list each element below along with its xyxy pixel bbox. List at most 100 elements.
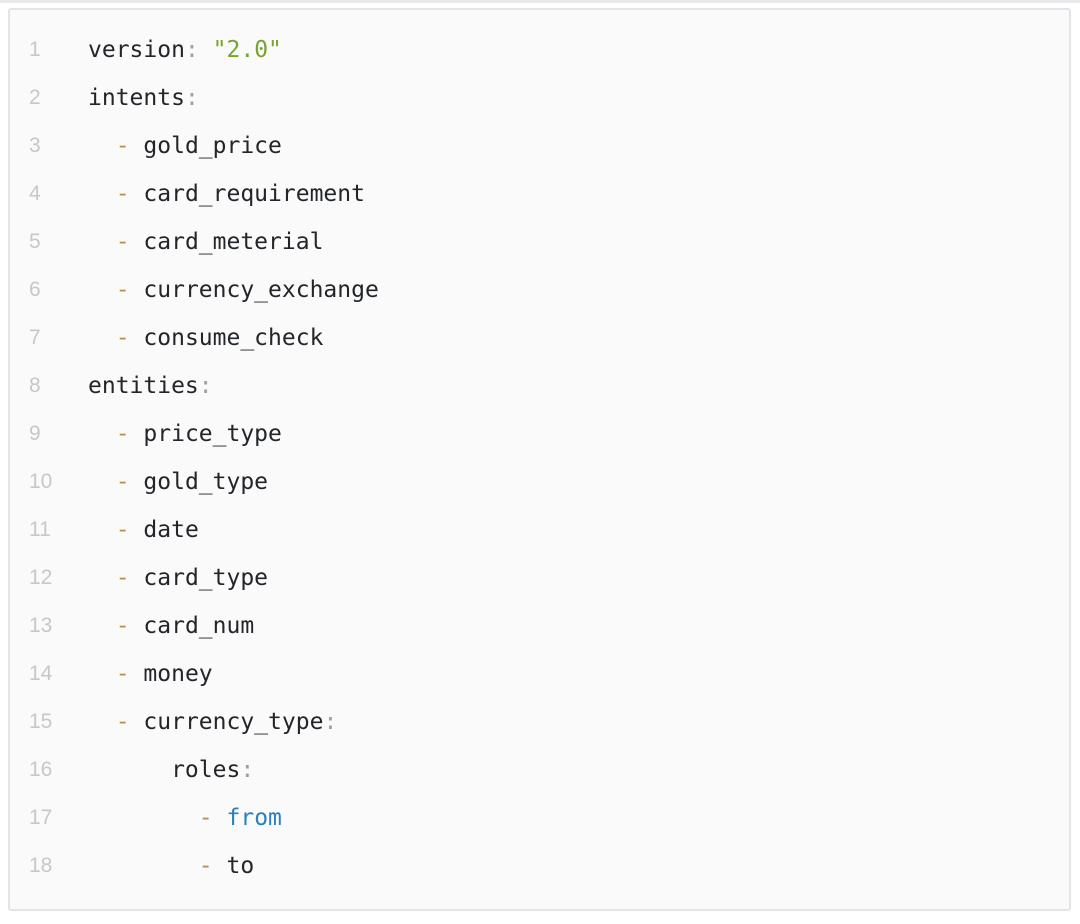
code-line: 15 - currency_type: [10,698,1069,746]
code-text: - gold_type [88,458,268,506]
code-token-punct: : [184,85,199,111]
code-token-text: currency_exchange [129,277,379,303]
code-token-text [88,229,116,255]
code-token-text [88,469,116,495]
code-token-text [88,805,199,831]
line-number: 2 [29,86,41,109]
code-text: entities: [88,362,213,410]
line-number: 8 [29,374,41,397]
page-top-divider [0,0,1080,3]
code-line: 3 - gold_price [10,122,1069,170]
code-token-text: card_meterial [129,229,324,255]
code-text: roles: [88,746,254,794]
code-line: 6 - currency_exchange [10,266,1069,314]
code-token-text: card_requirement [129,181,365,207]
code-token-dash: - [115,133,130,159]
code-token-text [88,421,116,447]
code-token-text: gold_type [129,469,269,495]
code-text: - from [88,794,282,842]
code-token-text: version [88,37,185,63]
code-text: - currency_exchange [88,266,379,314]
code-line: 12 - card_type [10,554,1069,602]
code-line: 18 - to [10,842,1069,890]
line-number: 12 [29,566,53,589]
code-token-string: "2.0" [212,37,282,63]
code-token-text: currency_type [129,709,324,735]
code-token-dash: - [115,661,130,687]
code-token-text: intents [88,85,185,111]
line-number: 15 [29,710,53,733]
code-token-dash: - [115,325,130,351]
code-token-text [88,709,116,735]
code-text: - to [88,842,254,890]
code-line: 8 entities: [10,362,1069,410]
code-line: 5 - card_meterial [10,218,1069,266]
code-token-punct: : [198,373,213,399]
code-token-dash: - [198,853,213,879]
code-text: - card_num [88,602,254,650]
code-line: 10 - gold_type [10,458,1069,506]
line-number: 13 [29,614,53,637]
code-text: - card_requirement [88,170,365,218]
code-line: 7 - consume_check [10,314,1069,362]
code-token-text [88,517,116,543]
code-token-punct: : [240,757,255,783]
line-number: 16 [29,758,53,781]
code-token-text: date [129,517,199,543]
code-line: 13 - card_num [10,602,1069,650]
line-number: 6 [29,278,41,301]
code-token-text [88,565,116,591]
line-number: 7 [29,326,41,349]
code-token-text [88,613,116,639]
line-number: 17 [29,806,53,829]
code-token-text [88,133,116,159]
line-number: 5 [29,230,41,253]
code-token-text: roles [88,757,241,783]
line-number: 11 [29,518,51,541]
code-token-punct: : [184,37,199,63]
code-token-text [88,277,116,303]
code-line: 4 - card_requirement [10,170,1069,218]
code-line: 16 roles: [10,746,1069,794]
line-number: 4 [29,182,41,205]
code-token-dash: - [115,613,130,639]
code-line: 1 version: "2.0" [10,26,1069,74]
line-number: 1 [29,38,41,61]
code-token-text: to [212,853,255,879]
code-token-punct: : [323,709,338,735]
code-text: - gold_price [88,122,282,170]
code-token-text: price_type [129,421,282,447]
code-text: - currency_type: [88,698,338,746]
code-text: - money [88,650,213,698]
line-number: 10 [29,470,53,493]
code-line: 2 intents: [10,74,1069,122]
code-line: 17 - from [10,794,1069,842]
code-text: - price_type [88,410,282,458]
code-token-text: card_type [129,565,269,591]
code-token-text: card_num [129,613,255,639]
code-token-text [88,853,199,879]
code-token-dash: - [115,565,130,591]
line-number: 3 [29,134,41,157]
code-token-dash: - [115,517,130,543]
code-line: 11 - date [10,506,1069,554]
line-number: 18 [29,854,53,877]
code-token-dash: - [115,277,130,303]
code-token-dash: - [115,469,130,495]
code-text: version: "2.0" [88,26,282,74]
code-text: intents: [88,74,199,122]
line-number: 9 [29,422,41,445]
code-token-text [88,325,116,351]
line-number: 14 [29,662,53,685]
code-line: 9 - price_type [10,410,1069,458]
code-token-text [199,37,213,63]
code-token-text: money [129,661,213,687]
code-text: - card_meterial [88,218,324,266]
code-token-dash: - [115,709,130,735]
code-token-keyword: from [226,805,282,831]
code-token-text [88,181,116,207]
code-text: - consume_check [88,314,324,362]
code-token-text [213,805,227,831]
